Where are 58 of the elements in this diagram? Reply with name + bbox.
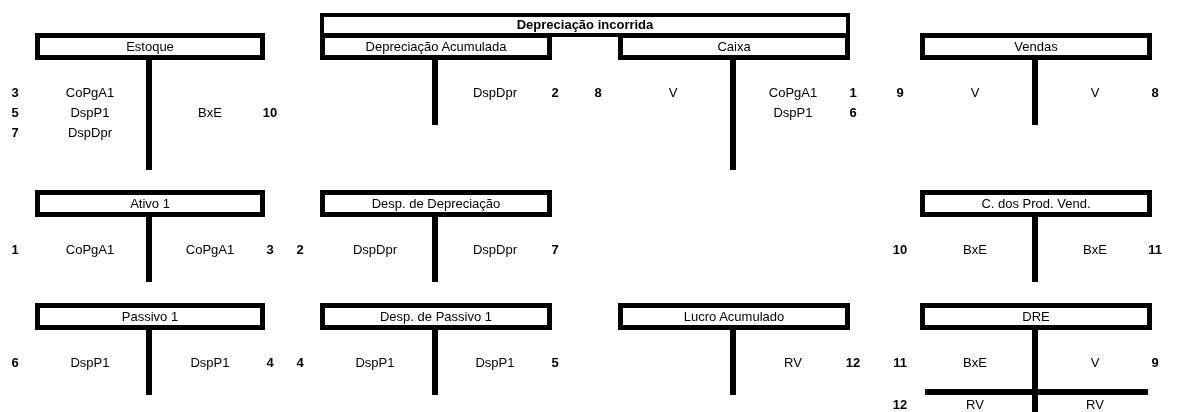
entry-number: 5 [551,355,559,370]
entry-number: 3 [11,85,19,100]
account-header-box: Estoque [35,33,265,60]
entry-number: 8 [594,85,602,100]
entry-number: 10 [262,105,278,120]
entry-number: 3 [266,242,274,257]
entry-text: DspP1 [355,355,395,370]
entry-number: 2 [551,85,559,100]
entry-text: DspP1 [70,355,110,370]
entry-text: RV [1086,397,1104,412]
entry-number: 4 [266,355,274,370]
entry-number: 4 [296,355,304,370]
entry-text: V [1090,85,1100,100]
account-header-box: Passivo 1 [35,303,265,330]
account-header-box: Desp. de Depreciação [320,190,552,217]
entry-text: BxE [963,355,987,370]
entry-text: V [1090,355,1100,370]
entry-text: DspP1 [773,105,813,120]
entry-text: BxE [1083,242,1107,257]
entry-number: 1 [11,242,19,257]
entry-text: BxE [963,242,987,257]
entry-number: 5 [11,105,19,120]
entry-text: DspP1 [190,355,230,370]
entry-number: 1 [849,85,857,100]
entry-text: RV [966,397,984,412]
entry-text: V [970,85,980,100]
entry-text: CoPgA1 [768,85,818,100]
entry-text: CoPgA1 [185,242,235,257]
entry-text: RV [784,355,802,370]
entry-number: 11 [893,355,907,370]
entry-text: DspP1 [475,355,515,370]
account-header-box: Desp. de Passivo 1 [320,303,552,330]
entry-text: V [668,85,678,100]
entry-text: DspDpr [352,242,398,257]
entry-number: 6 [11,355,19,370]
entry-text: DspDpr [67,125,113,140]
entry-number: 12 [845,355,861,370]
account-header-box: Vendas [920,33,1152,60]
entry-text: DspDpr [472,85,518,100]
account-header-box: C. dos Prod. Vend. [920,190,1152,217]
entry-text: CoPgA1 [65,242,115,257]
entry-text: CoPgA1 [65,85,115,100]
entry-number: 9 [896,85,904,100]
entry-number: 7 [11,125,19,140]
entry-number: 12 [892,397,908,412]
entry-number: 9 [1151,355,1159,370]
entry-number: 7 [551,242,559,257]
account-header-box: Ativo 1 [35,190,265,217]
entry-number: 10 [892,242,908,257]
entry-text: DspDpr [472,242,518,257]
entry-number: 8 [1151,85,1159,100]
account-header-box: Lucro Acumulado [618,303,850,330]
entry-number: 6 [849,105,857,120]
entry-text: DspP1 [70,105,110,120]
entry-number: 11 [1148,242,1162,257]
entry-number: 2 [296,242,304,257]
account-header-box: DRE [920,303,1152,330]
entry-text: BxE [198,105,222,120]
